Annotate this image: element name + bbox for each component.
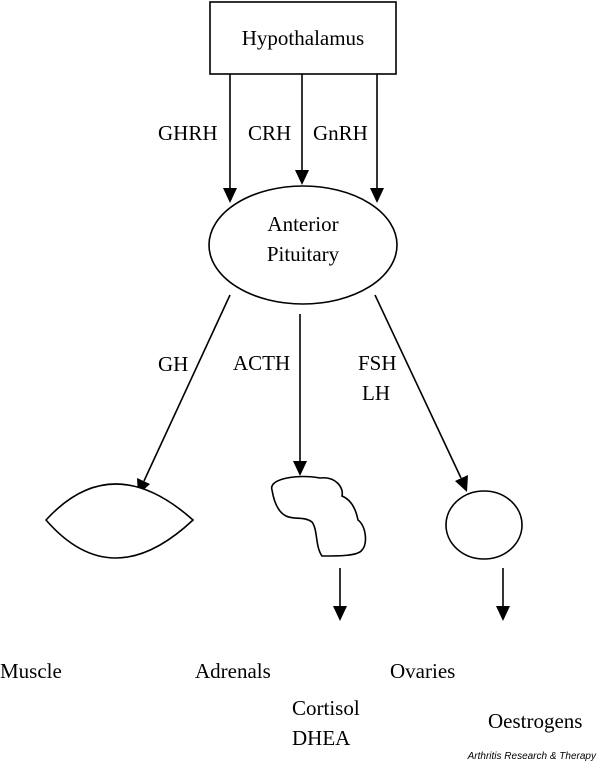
cortisol-label: Cortisol xyxy=(292,696,360,720)
ghrh-label: GHRH xyxy=(158,121,218,145)
lh-label: LH xyxy=(362,381,390,405)
acth-arrow xyxy=(293,314,307,476)
crh-arrow xyxy=(295,74,309,185)
adrenals-label: Adrenals xyxy=(195,659,271,683)
ovaries-label: Ovaries xyxy=(390,659,455,683)
gnrh-label: GnRH xyxy=(313,121,368,145)
anterior-pituitary-ellipse xyxy=(208,185,398,305)
ovaries-ellipse xyxy=(445,490,523,560)
muscle-shape xyxy=(44,483,195,559)
gh-label: GH xyxy=(158,352,188,376)
ghrh-arrow xyxy=(223,74,237,203)
fsh-label: FSH xyxy=(358,351,397,375)
gnrh-arrow xyxy=(370,74,384,203)
hypothalamus-label: Hypothalamus xyxy=(242,26,364,50)
adrenals-shape xyxy=(271,475,367,557)
hypothalamus-box xyxy=(209,1,397,75)
anterior-pituitary-label-line2: Pituitary xyxy=(267,242,340,266)
crh-label: CRH xyxy=(248,121,291,145)
dhea-label: DHEA xyxy=(292,726,351,750)
muscle-label: Muscle xyxy=(0,659,62,683)
acth-label: ACTH xyxy=(233,351,290,375)
anterior-pituitary-label-line1: Anterior xyxy=(267,212,338,236)
oestrogens-label: Oestrogens xyxy=(488,709,582,733)
ovary-output-arrow xyxy=(496,568,510,621)
journal-credit: Arthritis Research & Therapy xyxy=(467,751,597,762)
fsh-lh-arrow xyxy=(374,294,468,492)
gh-arrow xyxy=(137,294,231,495)
adrenal-output-arrow xyxy=(333,568,347,621)
